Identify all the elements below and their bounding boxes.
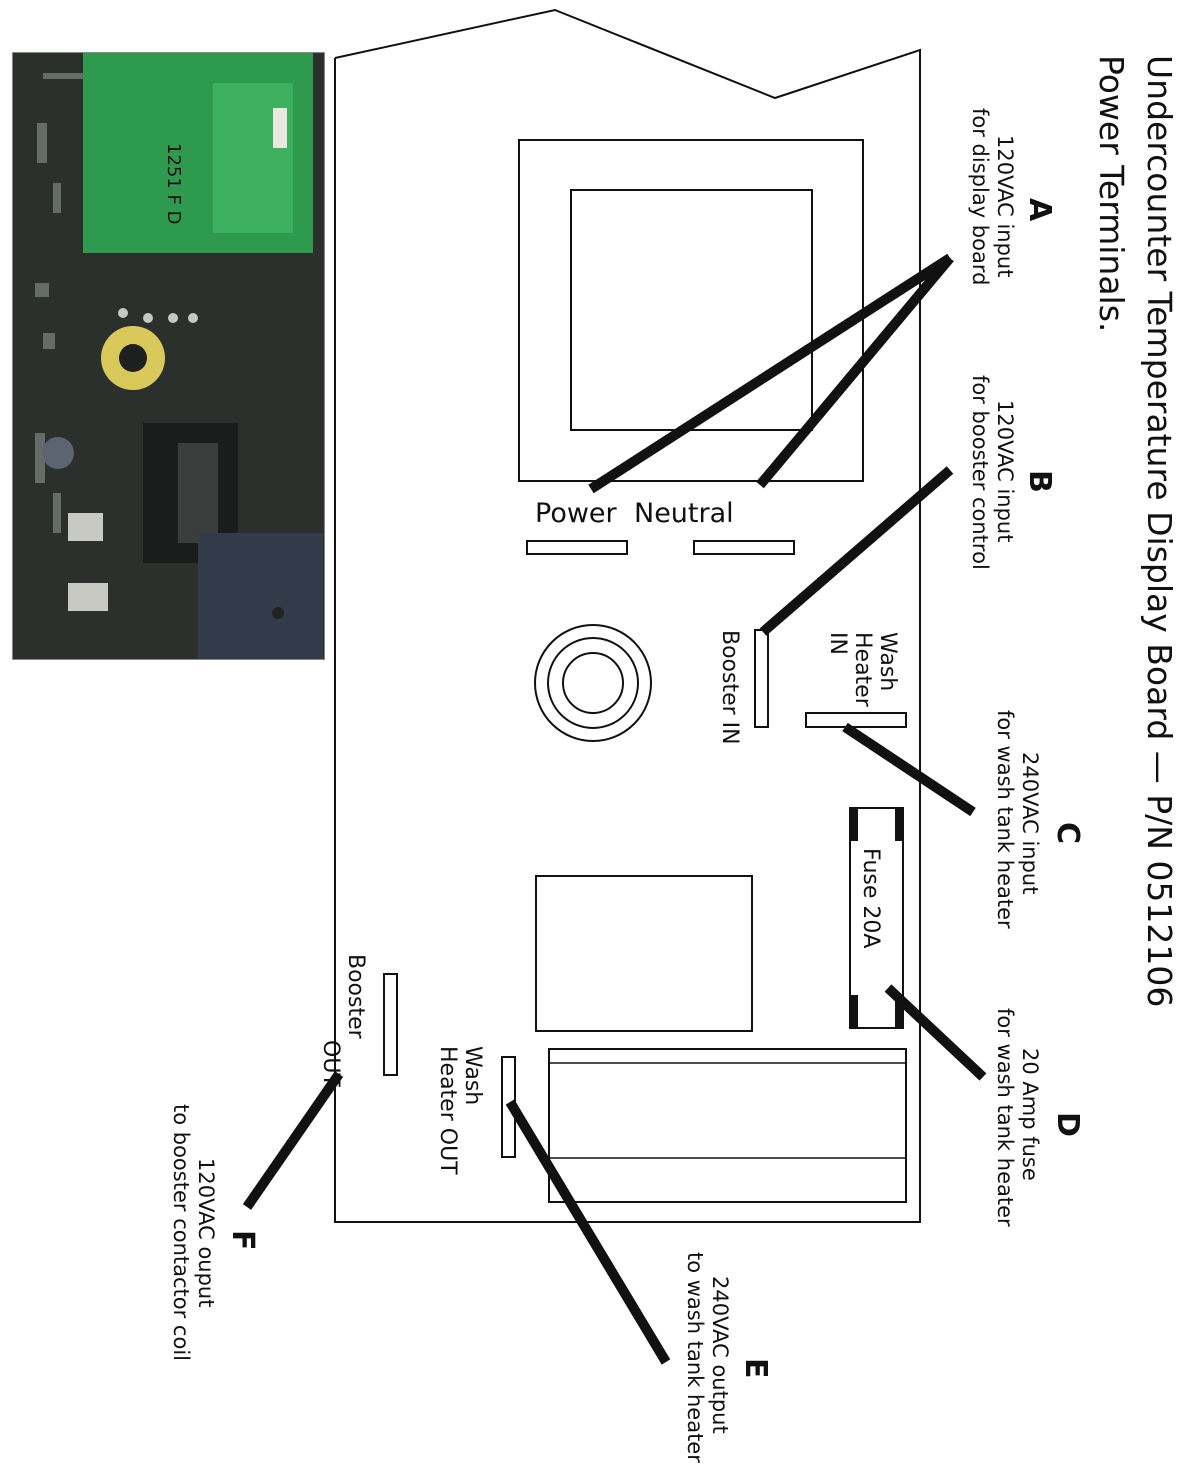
relay-marking: 1251 F D bbox=[163, 143, 184, 224]
callout-a-line-2: for display board bbox=[968, 108, 992, 285]
board-outline bbox=[334, 8, 921, 1223]
callout-e-line-2: to wash tank heater bbox=[683, 1252, 707, 1463]
wash-heater-out-label: Wash Heater OUT bbox=[435, 1046, 485, 1175]
callout-c-line-2: for wash tank heater bbox=[993, 710, 1017, 929]
title-line-1: Undercounter Temperature Display Board —… bbox=[1140, 55, 1179, 1007]
callout-b-line-2: for booster control bbox=[968, 375, 992, 570]
callout-e-letter: E bbox=[738, 1358, 773, 1379]
green-relay bbox=[83, 53, 313, 253]
callout-b-letter: B bbox=[1022, 470, 1057, 493]
photo-fuse-holder bbox=[198, 533, 323, 659]
callout-a-letter: A bbox=[1022, 198, 1057, 222]
svg-text:Heater: Heater bbox=[850, 632, 875, 708]
neutral-terminal bbox=[693, 540, 795, 555]
toroid-circles bbox=[534, 624, 652, 742]
relay-block bbox=[535, 875, 753, 1032]
callout-f: F 120VAC ouput to booster contactor coil bbox=[169, 1104, 260, 1361]
wash-heater-in-terminal bbox=[805, 712, 907, 728]
callout-f-line-1: 120VAC ouput bbox=[194, 1158, 218, 1307]
callout-c-line-1: 240VAC input bbox=[1018, 752, 1042, 894]
svg-text:Wash: Wash bbox=[460, 1046, 485, 1105]
photo-inductor bbox=[101, 326, 165, 390]
board-photo-drawing: 1251 F D bbox=[13, 53, 324, 659]
callout-d: D 20 Amp fuse for wash tank heater bbox=[993, 1008, 1085, 1227]
callout-b: B 120VAC input for booster control bbox=[968, 375, 1057, 570]
callout-f-letter: F bbox=[225, 1230, 260, 1251]
booster-in-terminal bbox=[754, 629, 769, 728]
wash-heater-in-label: Wash Heater IN bbox=[825, 632, 900, 708]
svg-text:IN: IN bbox=[825, 632, 850, 655]
transformer-inner bbox=[570, 189, 813, 431]
callout-f-line-2: to booster contactor coil bbox=[169, 1104, 193, 1361]
fuse-label: Fuse 20A bbox=[858, 848, 883, 948]
callout-d-line-2: for wash tank heater bbox=[993, 1008, 1017, 1227]
booster-in-label: Booster IN bbox=[717, 630, 742, 745]
title-group: Undercounter Temperature Display Board —… bbox=[1092, 55, 1179, 1007]
fuse bbox=[849, 807, 904, 1029]
callout-e: E 240VAC output to wash tank heater bbox=[683, 1252, 773, 1463]
callout-b-line-1: 120VAC input bbox=[993, 400, 1017, 542]
booster-out-label: Booster OUT bbox=[318, 954, 368, 1087]
callout-a: A 120VAC input for display board bbox=[968, 108, 1057, 285]
title-line-2: Power Terminals. bbox=[1092, 55, 1131, 332]
booster-out-terminal bbox=[383, 973, 398, 1076]
callout-lines bbox=[242, 253, 987, 1365]
callout-d-line-1: 20 Amp fuse bbox=[1018, 1048, 1042, 1181]
terminal-block bbox=[548, 1048, 907, 1203]
power-label: Power bbox=[535, 498, 618, 529]
callout-a-line-1: 120VAC input bbox=[993, 135, 1017, 277]
callout-e-line-1: 240VAC output bbox=[708, 1276, 732, 1434]
svg-text:Booster: Booster bbox=[343, 954, 368, 1040]
callout-c-letter: C bbox=[1050, 822, 1085, 844]
svg-text:Wash: Wash bbox=[875, 632, 900, 691]
svg-text:OUT: OUT bbox=[318, 1040, 343, 1087]
neutral-label: Neutral bbox=[634, 498, 734, 529]
power-terminal bbox=[526, 540, 628, 555]
board-photo: 1251 F D bbox=[12, 52, 325, 660]
callout-d-letter: D bbox=[1050, 1112, 1085, 1137]
callout-c: C 240VAC input for wash tank heater bbox=[993, 710, 1085, 929]
svg-text:Heater OUT: Heater OUT bbox=[435, 1046, 460, 1175]
